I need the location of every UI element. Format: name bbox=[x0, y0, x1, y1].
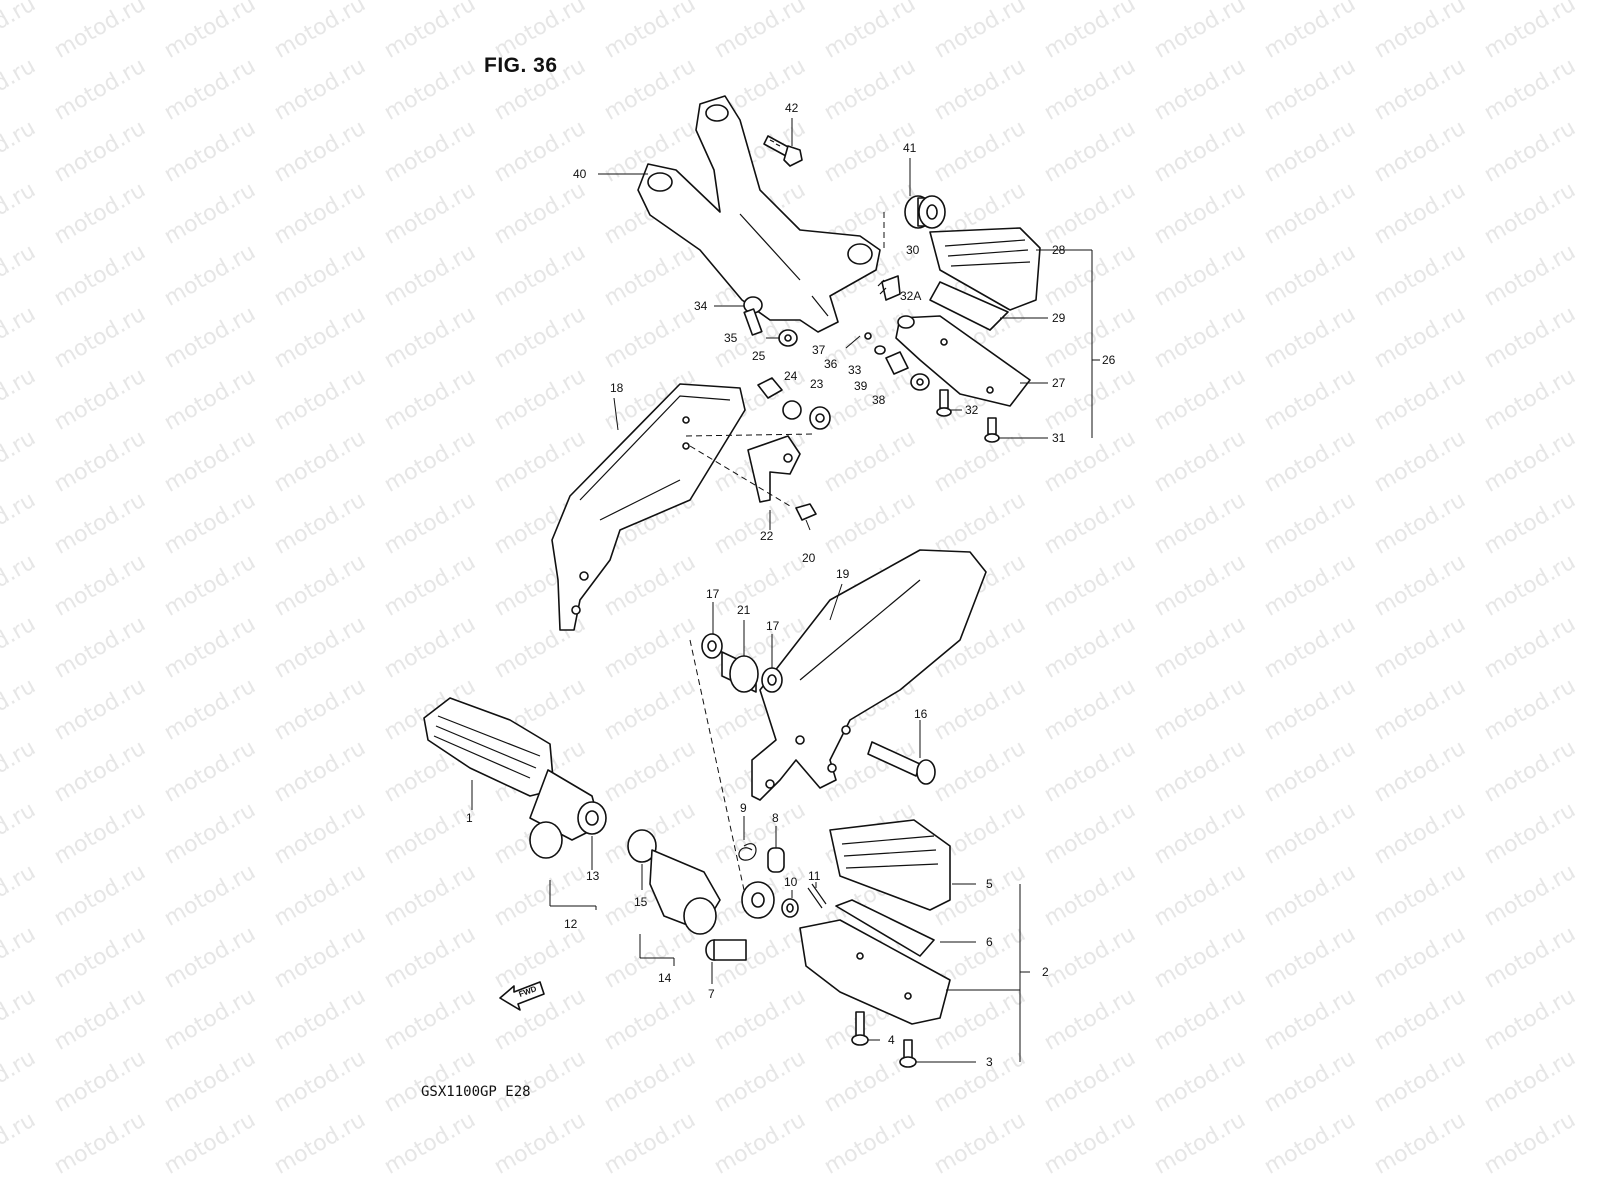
bolt-25-24-23 bbox=[757, 377, 831, 430]
callout-9: 9 bbox=[740, 801, 747, 815]
callout-17-left: 17 bbox=[706, 587, 720, 601]
callout-38: 38 bbox=[872, 393, 886, 407]
pin-34-washer-35 bbox=[743, 296, 798, 347]
callout-25: 25 bbox=[752, 349, 766, 363]
rear-bracket-40 bbox=[637, 95, 881, 333]
heel-guard-19 bbox=[751, 549, 987, 801]
callout-7: 7 bbox=[708, 987, 715, 1001]
fwd-arrow-icon: FWD bbox=[499, 981, 545, 1011]
callout-31: 31 bbox=[1052, 431, 1066, 445]
callout-4: 4 bbox=[888, 1033, 895, 1047]
rear-footpeg-26 bbox=[895, 227, 1041, 407]
callout-33: 33 bbox=[848, 363, 862, 377]
callout-11: 11 bbox=[808, 869, 821, 883]
callout-19: 19 bbox=[836, 567, 850, 581]
callout-28: 28 bbox=[1052, 243, 1066, 257]
pin-7 bbox=[705, 939, 747, 961]
callout-41: 41 bbox=[903, 141, 917, 155]
spring-9-pin-8 bbox=[738, 843, 827, 918]
heel-guard-18 bbox=[551, 383, 746, 631]
callout-5: 5 bbox=[986, 877, 993, 891]
bolt-16 bbox=[867, 741, 936, 785]
callout-10: 10 bbox=[784, 875, 798, 889]
callout-29: 29 bbox=[1052, 311, 1066, 325]
callout-22: 22 bbox=[760, 529, 774, 543]
callout-37: 37 bbox=[812, 343, 826, 357]
callout-15: 15 bbox=[634, 895, 648, 909]
leader-lines bbox=[471, 118, 1100, 1063]
callout-labels: 42 40 41 28 30 32A 29 26 27 32 31 34 35 … bbox=[466, 101, 1116, 1069]
figure-title: FIG. 36 bbox=[484, 54, 558, 77]
callout-1: 1 bbox=[466, 811, 473, 825]
callout-27: 27 bbox=[1052, 376, 1066, 390]
footpeg-2-assembly bbox=[799, 819, 951, 1068]
callout-39: 39 bbox=[854, 379, 868, 393]
bolt-42 bbox=[763, 135, 803, 167]
callout-42: 42 bbox=[785, 101, 799, 115]
small-parts-33-39 bbox=[864, 332, 1000, 443]
callout-26: 26 bbox=[1102, 353, 1116, 367]
callout-35: 35 bbox=[724, 331, 738, 345]
spacers-17-21 bbox=[701, 633, 783, 693]
callout-32a: 32A bbox=[900, 289, 921, 303]
callout-20: 20 bbox=[802, 551, 816, 565]
callout-36: 36 bbox=[824, 357, 838, 371]
callout-14: 14 bbox=[658, 971, 672, 985]
callout-24: 24 bbox=[784, 369, 798, 383]
callout-16: 16 bbox=[914, 707, 928, 721]
callout-13: 13 bbox=[586, 869, 600, 883]
clamp-22-screw-20 bbox=[747, 435, 817, 521]
callout-18: 18 bbox=[610, 381, 624, 395]
bracket-14-15 bbox=[627, 829, 775, 935]
callout-34: 34 bbox=[694, 299, 708, 313]
callout-23: 23 bbox=[810, 377, 824, 391]
callout-12: 12 bbox=[564, 917, 578, 931]
callout-30: 30 bbox=[906, 243, 920, 257]
front-footpeg-1 bbox=[423, 697, 607, 859]
callout-8: 8 bbox=[772, 811, 779, 825]
callout-32: 32 bbox=[965, 403, 979, 417]
callout-6: 6 bbox=[986, 935, 993, 949]
damper-41 bbox=[904, 195, 946, 229]
model-code: GSX1100GP E28 bbox=[421, 1084, 531, 1100]
callout-2: 2 bbox=[1042, 965, 1049, 979]
spring-30 bbox=[877, 275, 901, 301]
callout-17-right: 17 bbox=[766, 619, 780, 633]
callout-40: 40 bbox=[573, 167, 587, 181]
callout-3: 3 bbox=[986, 1055, 993, 1069]
callout-21: 21 bbox=[737, 603, 751, 617]
